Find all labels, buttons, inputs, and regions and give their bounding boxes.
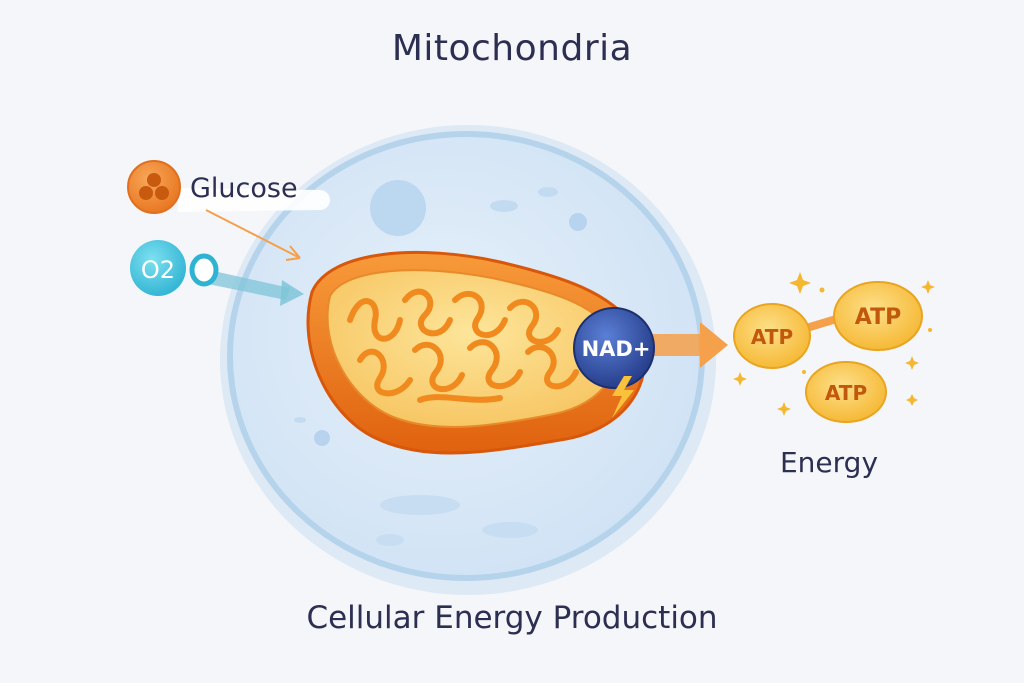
- glucose-input: Glucose: [127, 160, 330, 261]
- atp-molecule: [805, 361, 887, 423]
- energy-label: Energy: [780, 446, 878, 479]
- nad-carrier: NAD+: [573, 307, 655, 418]
- oxygen-input: O2: [130, 240, 304, 306]
- atp-molecule: [733, 303, 811, 369]
- atp-output: ATP ATP ATP Energy: [733, 272, 935, 479]
- lightning-icon: [612, 376, 634, 418]
- glucose-label: Glucose: [190, 173, 298, 204]
- cristae: [347, 288, 579, 403]
- diagram-title: Mitochondria: [391, 28, 633, 69]
- glucose-arrow-icon: [285, 245, 301, 261]
- output-arrow-icon: [700, 322, 728, 368]
- atp-molecule: [833, 281, 923, 351]
- mitochondrion: [306, 250, 646, 455]
- vesicle: [370, 180, 426, 236]
- oxygen-label: O2: [141, 256, 175, 284]
- atp-label: ATP: [855, 305, 901, 330]
- diagram-subtitle: Cellular Energy Production: [306, 600, 718, 636]
- oxygen-arrow-icon: [280, 280, 304, 306]
- output-arrow: [640, 322, 728, 368]
- nad-label: NAD+: [582, 337, 651, 361]
- atp-label: ATP: [751, 325, 793, 349]
- atp-label: ATP: [825, 381, 867, 405]
- oxygen-molecule-icon: [130, 240, 186, 296]
- sparkle-icon: [733, 272, 935, 416]
